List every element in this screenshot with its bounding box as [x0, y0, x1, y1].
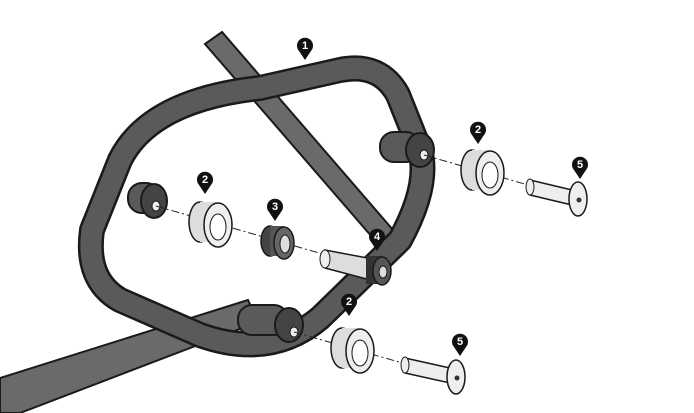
callout-5-bottom: 5	[452, 333, 468, 356]
pin-marker-icon	[369, 228, 385, 251]
callout-3: 3	[267, 198, 283, 221]
svg-text:2: 2	[346, 296, 352, 308]
bolt-bottom	[400, 356, 466, 395]
bushing	[260, 225, 295, 260]
callout-4: 4	[369, 228, 385, 251]
svg-text:5: 5	[577, 159, 583, 171]
callout-5-right: 5	[572, 156, 588, 179]
spacer-right	[460, 149, 505, 196]
callout-2-left: 2	[197, 171, 213, 194]
spacer-left	[188, 201, 233, 248]
svg-text:1: 1	[302, 40, 308, 52]
frame-loop	[77, 55, 436, 358]
pin-marker-icon	[341, 293, 357, 316]
svg-text:4: 4	[374, 231, 381, 243]
boss-bottom	[237, 304, 304, 343]
svg-text:2: 2	[475, 124, 481, 136]
spacer-bottom	[330, 327, 375, 374]
boss-right	[379, 131, 435, 168]
svg-text:2: 2	[202, 174, 208, 186]
pin-marker-icon	[470, 121, 486, 144]
svg-text:5: 5	[457, 336, 463, 348]
pin-marker-icon	[452, 333, 468, 356]
pin-marker-icon	[267, 198, 283, 221]
pin-marker-icon	[572, 156, 588, 179]
bolt-right	[525, 178, 588, 217]
callout-1: 1	[297, 37, 313, 61]
pin-marker-icon	[297, 37, 313, 61]
callout-2-bottom: 2	[341, 293, 357, 316]
sleeve-bolt	[319, 249, 392, 286]
svg-text:3: 3	[272, 201, 278, 213]
boss-left	[127, 182, 168, 219]
pin-marker-icon	[197, 171, 213, 194]
callout-2-right: 2	[470, 121, 486, 144]
